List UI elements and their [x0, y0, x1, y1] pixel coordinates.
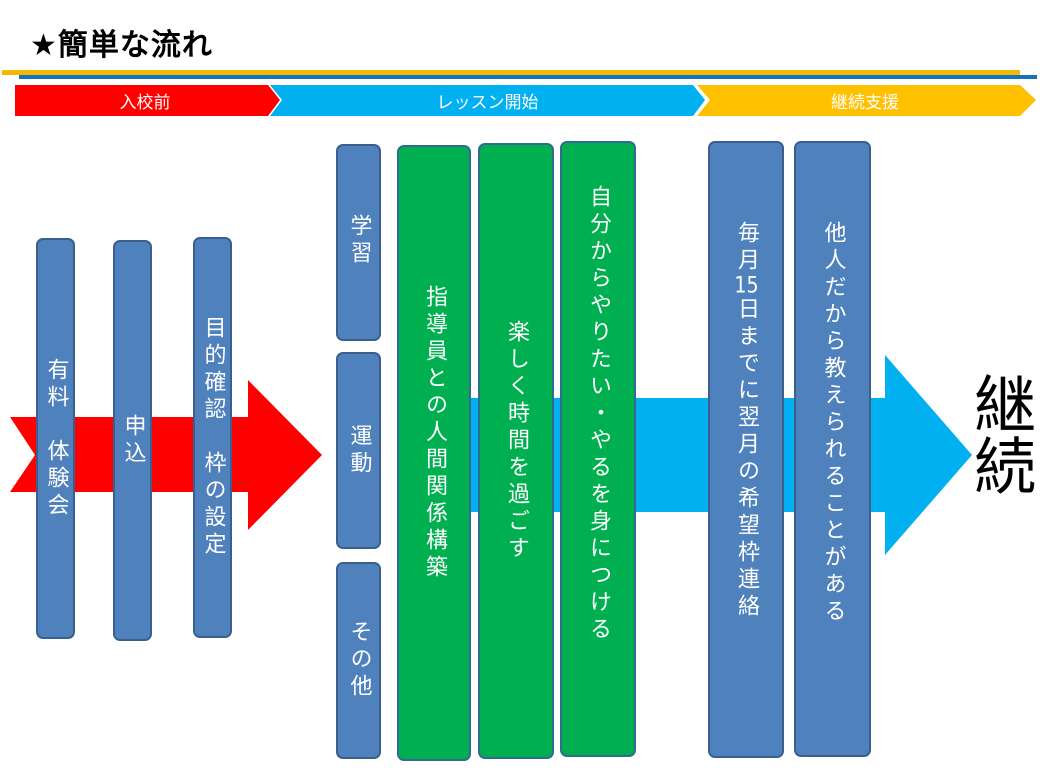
page-title: ★簡単な流れ [30, 28, 213, 63]
goal-initiative: 自分からやりたい・やるを身につける [560, 141, 636, 757]
goal-label: 楽しく時間を過ごす [504, 320, 529, 563]
goal-label: 自分からやりたい・やるを身につける [586, 185, 611, 644]
support-label: 毎月15日までに翌月の希望枠連絡 [734, 221, 759, 621]
goal-relationship: 指導員との人間関係構築 [397, 145, 471, 761]
step-label: 目的確認 枠の設定 [200, 316, 226, 559]
step-purpose-confirm: 目的確認 枠の設定 [193, 237, 232, 638]
category-study: 学習 [336, 144, 381, 341]
category-other: その他 [336, 562, 381, 759]
category-exercise: 運動 [336, 352, 381, 549]
step-label: 有料 体験会 [43, 357, 69, 520]
goal-enjoy: 楽しく時間を過ごす [478, 143, 554, 759]
red-arrow [10, 380, 322, 530]
phase-label-pre-school: 入校前 [119, 93, 171, 113]
category-label: その他 [346, 620, 372, 701]
step-application: 申込 [113, 240, 152, 641]
step-label: 申込 [120, 413, 146, 468]
phase-label-lesson: レッスン開始 [436, 93, 539, 113]
phase-chevron-pre-school [15, 85, 280, 116]
category-label: 学習 [346, 214, 372, 268]
support-teach-others: 他人だから教えられることがある [794, 141, 871, 757]
phase-label-support: 継続支援 [831, 93, 899, 113]
yellow-divider [2, 70, 1020, 75]
support-label: 他人だから教えられることがある [820, 221, 846, 626]
support-monthly-contact: 毎月15日までに翌月の希望枠連絡 [708, 141, 784, 758]
goal-label: 指導員との人間関係構築 [422, 285, 447, 582]
phase-chevron-lesson [270, 85, 705, 116]
category-label: 運動 [346, 423, 372, 478]
blue-divider [19, 75, 1037, 79]
phase-chevron-support [697, 85, 1036, 116]
outcome-continue: 継続 [963, 372, 1036, 496]
step-trial-lesson: 有料 体験会 [36, 238, 75, 639]
